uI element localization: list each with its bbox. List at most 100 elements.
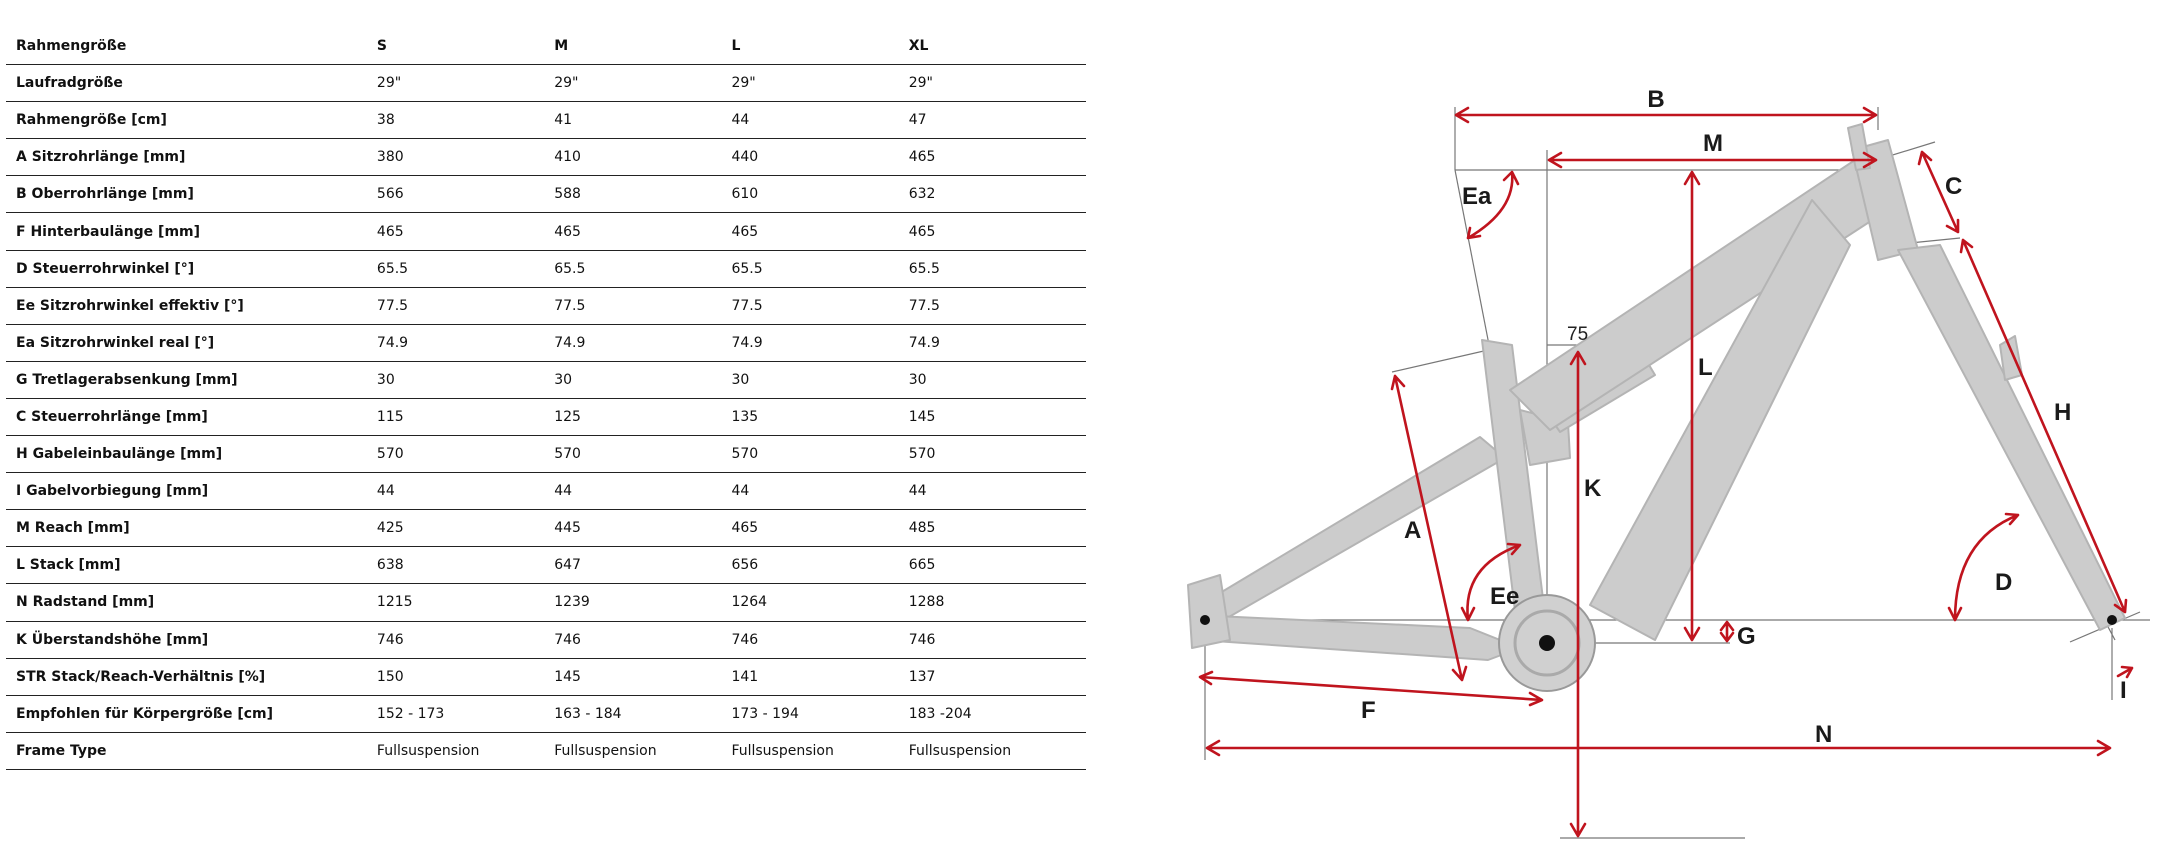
cell-size-s: 566: [366, 175, 545, 214]
row-label: N Radstand [mm]: [6, 583, 367, 622]
header-size-xl: XL: [898, 28, 1076, 66]
dim-l: [1683, 170, 1701, 642]
cell-size-xl: Fullsuspension: [898, 732, 1076, 770]
bb-point: [1539, 635, 1555, 651]
cell-size-s: 77.5: [366, 287, 545, 325]
label-c: C: [1945, 173, 1962, 200]
cell-size-m: 44: [544, 472, 722, 511]
header-size-s: S: [366, 28, 545, 66]
cell-size-xl: 65.5: [898, 250, 1076, 288]
cell-size-m: Fullsuspension: [544, 732, 722, 770]
row-spacer: [1076, 398, 1086, 437]
header-spacer: [1076, 28, 1086, 66]
cell-size-l: Fullsuspension: [721, 732, 899, 770]
row-spacer: [1076, 435, 1086, 474]
fork: [1897, 244, 2126, 631]
cell-size-xl: 183 -204: [898, 695, 1076, 733]
dimension-labels: B M Ea C 75 L H K A D Ee G I F N: [1361, 86, 2127, 748]
row-label: F Hinterbaulänge [mm]: [6, 212, 367, 251]
bike-frame: [1187, 123, 2126, 661]
cell-size-l: 570: [721, 435, 899, 474]
cell-size-s: 152 - 173: [366, 695, 545, 733]
cell-size-xl: 485: [898, 509, 1076, 548]
cell-size-s: Fullsuspension: [366, 732, 545, 770]
cell-size-m: 445: [544, 509, 722, 548]
cell-size-xl: 665: [898, 546, 1076, 585]
row-label: Frame Type: [6, 732, 367, 770]
row-spacer: [1076, 250, 1086, 288]
row-label: Ee Sitzrohrwinkel effektiv [°]: [6, 287, 367, 325]
row-label: C Steuerrohrlänge [mm]: [6, 398, 367, 437]
cell-size-m: 29": [544, 64, 722, 103]
cell-size-s: 425: [366, 509, 545, 548]
cell-size-m: 30: [544, 361, 722, 399]
cell-size-s: 465: [366, 212, 545, 251]
row-spacer: [1076, 361, 1086, 399]
cell-size-m: 746: [544, 621, 722, 659]
cell-size-m: 647: [544, 546, 722, 585]
frame-geometry-diagram: B M Ea C 75 L H K A D Ee G I F N: [1187, 86, 2150, 839]
row-label: Ea Sitzrohrwinkel real [°]: [6, 324, 367, 362]
cell-size-m: 77.5: [544, 287, 722, 325]
cell-size-xl: 570: [898, 435, 1076, 474]
row-label: B Oberrohrlänge [mm]: [6, 175, 367, 214]
cell-size-xl: 632: [898, 175, 1076, 214]
cell-size-xl: 1288: [898, 583, 1076, 622]
row-label: M Reach [mm]: [6, 509, 367, 548]
label-i: I: [2120, 677, 2127, 704]
row-spacer: [1076, 64, 1086, 103]
cell-size-l: 74.9: [721, 324, 899, 362]
cell-size-m: 410: [544, 138, 722, 177]
cell-size-s: 29": [366, 64, 545, 103]
cell-size-xl: 29": [898, 64, 1076, 103]
row-label: STR Stack/Reach-Verhältnis [%]: [6, 658, 367, 696]
cell-size-s: 44: [366, 472, 545, 511]
cell-size-m: 41: [544, 101, 722, 140]
dim-f: [1198, 670, 1544, 707]
row-label: G Tretlagerabsenkung [mm]: [6, 361, 367, 399]
cell-size-m: 588: [544, 175, 722, 214]
dim-n: [1205, 739, 2112, 757]
cell-size-m: 163 - 184: [544, 695, 722, 733]
front-axle-point: [2107, 615, 2117, 625]
row-spacer: [1076, 101, 1086, 140]
cell-size-xl: 145: [898, 398, 1076, 437]
cell-size-l: 65.5: [721, 250, 899, 288]
cell-size-m: 74.9: [544, 324, 722, 362]
row-spacer: [1076, 509, 1086, 548]
cell-size-l: 77.5: [721, 287, 899, 325]
cell-size-s: 115: [366, 398, 545, 437]
label-ea: Ea: [1462, 183, 1492, 210]
label-h: H: [2054, 399, 2071, 426]
row-spacer: [1076, 324, 1086, 362]
row-spacer: [1076, 212, 1086, 251]
fork-brace: [1999, 335, 2023, 381]
dim-m: [1547, 151, 1878, 169]
down-tube: [1589, 199, 1851, 641]
cell-size-l: 44: [721, 101, 899, 140]
row-spacer: [1076, 583, 1086, 622]
cell-size-s: 65.5: [366, 250, 545, 288]
cell-size-l: 29": [721, 64, 899, 103]
dim-ea: [1466, 170, 1520, 240]
label-b: B: [1647, 86, 1664, 113]
cell-size-s: 380: [366, 138, 545, 177]
header-label: Rahmengröße: [6, 28, 367, 66]
row-spacer: [1076, 138, 1086, 177]
cell-size-s: 1215: [366, 583, 545, 622]
label-m: M: [1703, 130, 1723, 157]
row-label: D Steuerrohrwinkel [°]: [6, 250, 367, 288]
cell-size-l: 656: [721, 546, 899, 585]
row-label: K Überstandshöhe [mm]: [6, 621, 367, 659]
cell-size-l: 1264: [721, 583, 899, 622]
cell-size-s: 30: [366, 361, 545, 399]
dim-k: [1569, 350, 1587, 838]
label-a: A: [1404, 517, 1421, 544]
